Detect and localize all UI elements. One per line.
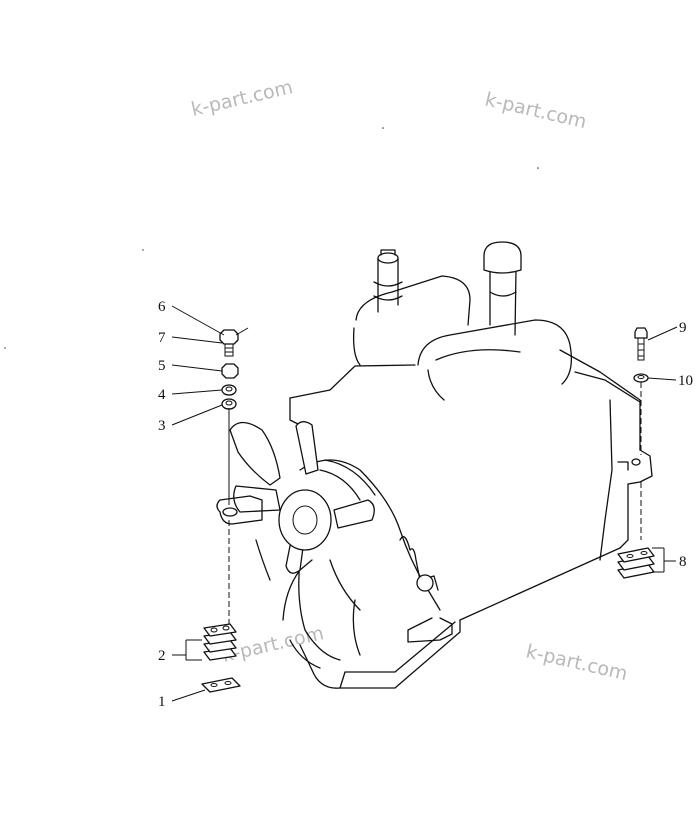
callout-2: 2 xyxy=(158,648,166,664)
scan-speck xyxy=(537,167,539,169)
mount-bolt-7 xyxy=(219,329,239,345)
callout-4: 4 xyxy=(158,387,166,403)
watermark-top-right: k-part.com xyxy=(483,88,589,133)
scan-speck xyxy=(142,249,144,251)
callout-3: 3 xyxy=(158,418,166,434)
callout-7: 7 xyxy=(158,330,166,346)
callout-9: 9 xyxy=(679,320,687,336)
callout-8: 8 xyxy=(679,554,687,570)
nut-5 xyxy=(221,363,239,379)
scan-speck xyxy=(4,347,6,349)
watermark-bottom-right: k-part.com xyxy=(524,640,630,685)
watermark-bottom-left: k-part.com xyxy=(220,622,326,667)
callout-6: 6 xyxy=(158,299,166,315)
callout-5: 5 xyxy=(158,358,166,374)
shim-stack-2 xyxy=(203,623,237,661)
cooling-fan xyxy=(229,421,376,574)
scan-speck xyxy=(382,127,384,129)
engine-outline xyxy=(216,241,653,689)
leader-lines xyxy=(171,305,678,702)
mount-plate-1 xyxy=(201,677,241,693)
watermark-top-left: k-part.com xyxy=(189,76,295,121)
shim-stack-8 xyxy=(617,547,655,579)
callout-10: 10 xyxy=(678,373,693,389)
right-rear-mount-assembly xyxy=(617,327,655,579)
left-front-mount-assembly xyxy=(201,329,241,693)
mount-bolt-9 xyxy=(634,327,648,339)
callout-1: 1 xyxy=(158,694,166,710)
